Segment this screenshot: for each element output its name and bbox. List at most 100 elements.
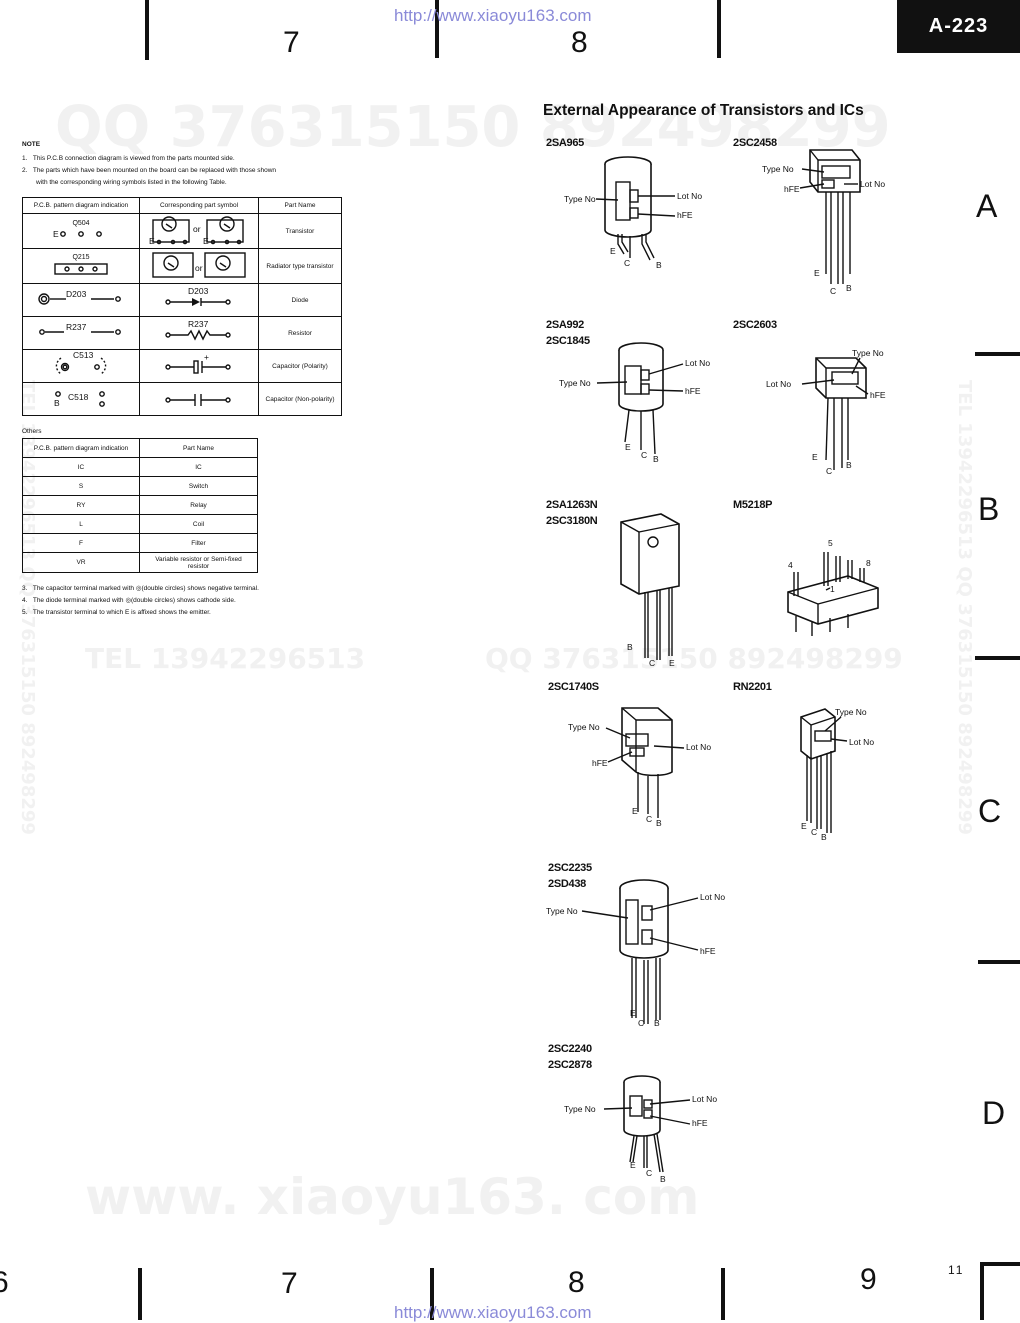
part-label-rn2201: RN2201 — [733, 681, 772, 693]
drawing-2sc2603: Type No Lot No hFE E C B — [766, 348, 886, 476]
svg-text:B: B — [654, 1018, 660, 1028]
watermark-site: www. xiaoyu163. com — [85, 1168, 700, 1226]
part-name: Radiator type transistor — [258, 248, 342, 284]
svg-text:R237: R237 — [188, 320, 209, 329]
top-divider-2 — [435, 0, 439, 58]
table-row: D203 D203 Diode — [22, 283, 342, 317]
bottom-column-8: 8 — [568, 1266, 585, 1299]
top-divider-3 — [717, 0, 721, 58]
bottom-column-6: 6 — [0, 1266, 9, 1299]
resistor-symbol-icon: R237 — [165, 319, 231, 341]
svg-text:Type No: Type No — [559, 378, 591, 388]
footer-url[interactable]: http://www.xiaoyu163.com — [394, 1303, 592, 1322]
svg-text:C513: C513 — [73, 350, 94, 360]
svg-text:E: E — [53, 229, 59, 239]
svg-text:Lot No: Lot No — [700, 892, 725, 902]
row-divider-2 — [975, 656, 1020, 660]
table-row: Q215 or Radiator type transistor — [22, 248, 342, 284]
part-label-2sa992: 2SA992 2SC1845 — [546, 319, 590, 347]
svg-text:Lot No: Lot No — [692, 1094, 717, 1104]
pattern-capacitor-polar: C513 — [22, 349, 140, 383]
svg-text:B: B — [653, 454, 659, 464]
svg-text:C: C — [649, 658, 655, 668]
bottom-divider-3 — [721, 1268, 725, 1320]
svg-text:E: E — [801, 821, 807, 831]
svg-text:4: 4 — [788, 560, 793, 570]
or-text: or — [193, 224, 201, 234]
page-badge: A-223 — [897, 0, 1020, 53]
drawing-2sc2458: Type No Lot No hFE E C B — [762, 149, 885, 296]
drawing-2sa1263n: B C E — [620, 513, 680, 668]
svg-text:C: C — [811, 827, 817, 837]
drawing-m5218p: 4 5 8 1 — [787, 538, 879, 636]
svg-text:Lot No: Lot No — [685, 358, 710, 368]
part-label-2sa1263n: 2SA1263N 2SC3180N — [546, 499, 598, 527]
watermark-right-vertical: TEL 13942296513 QQ 376315150 892498299 — [954, 380, 975, 835]
part-name: Resistor — [258, 316, 342, 350]
watermark-tel-mid: TEL 13942296513 — [85, 642, 366, 675]
header-url[interactable]: http://www.xiaoyu163.com — [394, 6, 592, 25]
pattern-radiator-icon — [54, 263, 108, 276]
svg-text:C: C — [646, 1168, 652, 1178]
pattern-transistor: Q504 E — [22, 213, 140, 249]
svg-text:Type No: Type No — [564, 194, 596, 204]
note-item-3: 3. The capacitor terminal marked with ◎(… — [22, 585, 259, 592]
row-divider-1 — [975, 352, 1020, 356]
bottom-divider-2 — [430, 1268, 434, 1320]
radiator-transistor-symbol-icon: or — [152, 252, 246, 278]
bottom-column-7: 7 — [281, 1267, 298, 1300]
svg-text:E: E — [625, 442, 631, 452]
svg-text:C: C — [830, 286, 836, 296]
part-name: Capacitor (Polarity) — [258, 349, 342, 383]
pattern-radiator: Q215 — [22, 248, 140, 284]
bottom-divider-1 — [138, 1268, 142, 1320]
pattern-resistor: R237 — [22, 316, 140, 350]
table-header: P.C.B. pattern diagram indication — [22, 197, 140, 214]
svg-text:E: E — [630, 1160, 636, 1170]
bottom-column-9: 9 — [860, 1263, 877, 1296]
top-column-7: 7 — [283, 26, 300, 59]
svg-text:Type No: Type No — [546, 906, 578, 916]
note-text: The parts which have been mounted on the… — [32, 167, 277, 174]
part-label-2sc2240: 2SC2240 2SC2878 — [548, 1043, 592, 1071]
svg-text:E: E — [149, 236, 155, 246]
note-num: 1. — [22, 155, 28, 162]
part-name: Diode — [258, 283, 342, 317]
svg-text:hFE: hFE — [870, 390, 886, 400]
pattern-resistor-icon: R237 — [39, 322, 121, 335]
svg-text:E: E — [632, 806, 638, 816]
row-label-c: C — [978, 793, 1002, 829]
part-label-2sc2458: 2SC2458 — [733, 137, 777, 149]
svg-text:hFE: hFE — [692, 1118, 708, 1128]
note-text: This P.C.B connection diagram is viewed … — [32, 155, 235, 162]
top-column-8: 8 — [571, 26, 588, 59]
svg-text:Lot No: Lot No — [686, 742, 711, 752]
svg-text:Type No: Type No — [835, 707, 867, 717]
symbol-resistor: R237 — [139, 316, 259, 350]
symbol-capacitor-polar: + — [139, 349, 259, 383]
svg-text:1: 1 — [830, 584, 835, 594]
table-header: Corresponding part symbol — [139, 197, 259, 214]
svg-text:+: + — [204, 353, 209, 362]
table-row: C513 + Capacitor (Polarity) — [22, 349, 342, 383]
svg-text:5: 5 — [828, 538, 833, 548]
part-label-2sc2603: 2SC2603 — [733, 319, 777, 331]
pattern-diode: D203 — [22, 283, 140, 317]
part-name: Capacitor (Non-polarity) — [258, 382, 342, 416]
svg-text:Lot No: Lot No — [849, 737, 874, 747]
svg-text:E: E — [812, 452, 818, 462]
pattern-capacitor-polar-icon: C513 — [55, 350, 107, 375]
svg-text:C: C — [646, 814, 652, 824]
note-item-4: 4. The diode terminal marked with ◎(doub… — [22, 597, 236, 604]
diode-symbol-icon: D203 — [165, 286, 231, 306]
appearance-title: External Appearance of Transistors and I… — [543, 102, 864, 119]
transistor-symbol-icon: E or E — [149, 216, 244, 246]
others-heading: Others — [22, 428, 42, 435]
drawing-2sa992: Type No Lot No hFE E C B — [559, 342, 710, 464]
